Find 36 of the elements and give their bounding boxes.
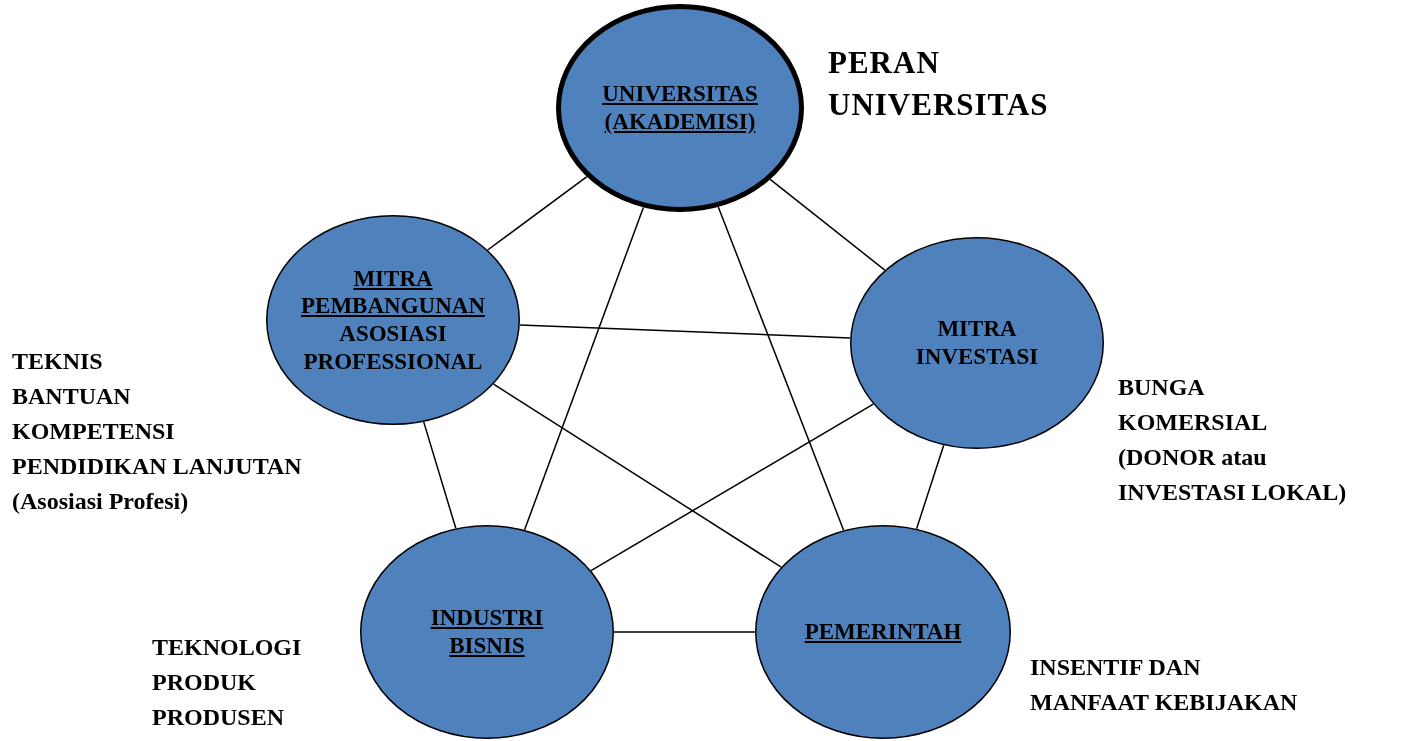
node-label: UNIVERSITAS (AKADEMISI) (601, 80, 759, 136)
ellipse-node (556, 4, 804, 212)
side-note: KOMERSIAL (1118, 408, 1269, 437)
side-note: INSENTIF DAN (1030, 653, 1202, 682)
side-note: TEKNOLOGI (152, 633, 302, 662)
side-note: MANFAAT KEBIJAKAN (1030, 688, 1298, 717)
side-note: PRODUSEN (152, 703, 285, 732)
side-note: KOMPETENSI (12, 417, 176, 446)
connector-line (769, 178, 886, 271)
connector-line (519, 324, 851, 339)
connector-line (422, 421, 457, 530)
side-note: TEKNIS (12, 347, 104, 376)
side-note: PENDIDIKAN LANJUTAN (12, 452, 302, 481)
connector-line (523, 206, 645, 531)
node-label: MITRA INVESTASI (914, 315, 1040, 371)
ellipse-node (850, 237, 1104, 449)
connector-line (717, 206, 845, 531)
side-note: INVESTASI LOKAL) (1118, 478, 1347, 507)
connector-line (590, 403, 875, 572)
ellipse-node (266, 215, 520, 425)
connector-line (486, 175, 588, 251)
node-label: PEMERINTAH (804, 618, 962, 646)
node-label: INDUSTRI BISNIS (429, 604, 545, 660)
connector-line (915, 444, 945, 530)
connector-line (492, 383, 782, 568)
ellipse-node (360, 525, 614, 739)
side-note: (Asosiasi Profesi) (12, 487, 190, 516)
side-note: (DONOR atau (1118, 443, 1268, 472)
node-label: MITRA PEMBANGUNAN (300, 264, 486, 320)
connector-line (613, 631, 756, 633)
side-note: BANTUAN (12, 382, 132, 411)
node-label: ASOSIASI PROFESSIONAL (302, 320, 484, 376)
side-note: BUNGA (1118, 373, 1206, 402)
ellipse-node (755, 525, 1011, 739)
side-note: PRODUK (152, 668, 257, 697)
side-note: PERAN UNIVERSITAS (828, 44, 1050, 124)
